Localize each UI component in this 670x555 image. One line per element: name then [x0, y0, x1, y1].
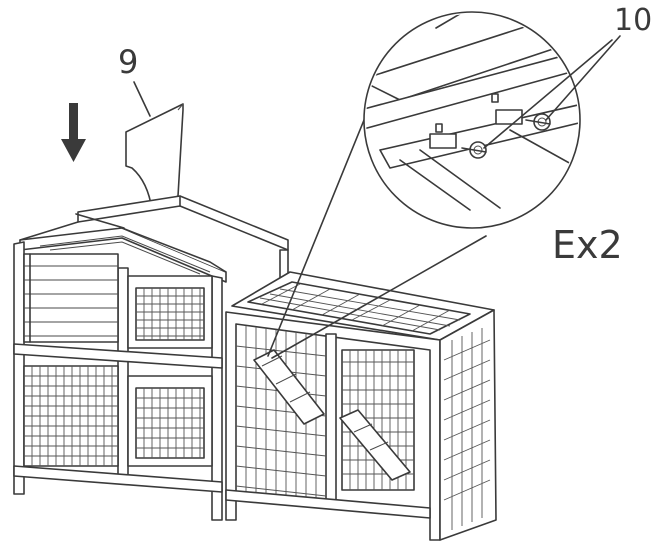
right-run [225, 271, 497, 541]
callout-line-lower [271, 235, 487, 359]
bolt-icon [461, 141, 487, 159]
run-side-mesh [443, 328, 491, 530]
upper-door-mesh [136, 288, 204, 340]
leader-line-9 [133, 81, 151, 117]
lower-door-mesh [136, 388, 204, 458]
part-label-9: 9 [118, 43, 139, 81]
leader-line-10 [545, 35, 621, 121]
bolt-icon [525, 113, 551, 131]
part-label-10: 10 [614, 3, 653, 38]
left-hutch [13, 195, 289, 521]
arrow-down-icon [61, 103, 86, 162]
lower-left-mesh [24, 366, 118, 466]
roof-panel-9 [125, 103, 184, 211]
leader-line-10b [483, 39, 613, 149]
detail-label-ex2: Ex2 [552, 223, 623, 267]
